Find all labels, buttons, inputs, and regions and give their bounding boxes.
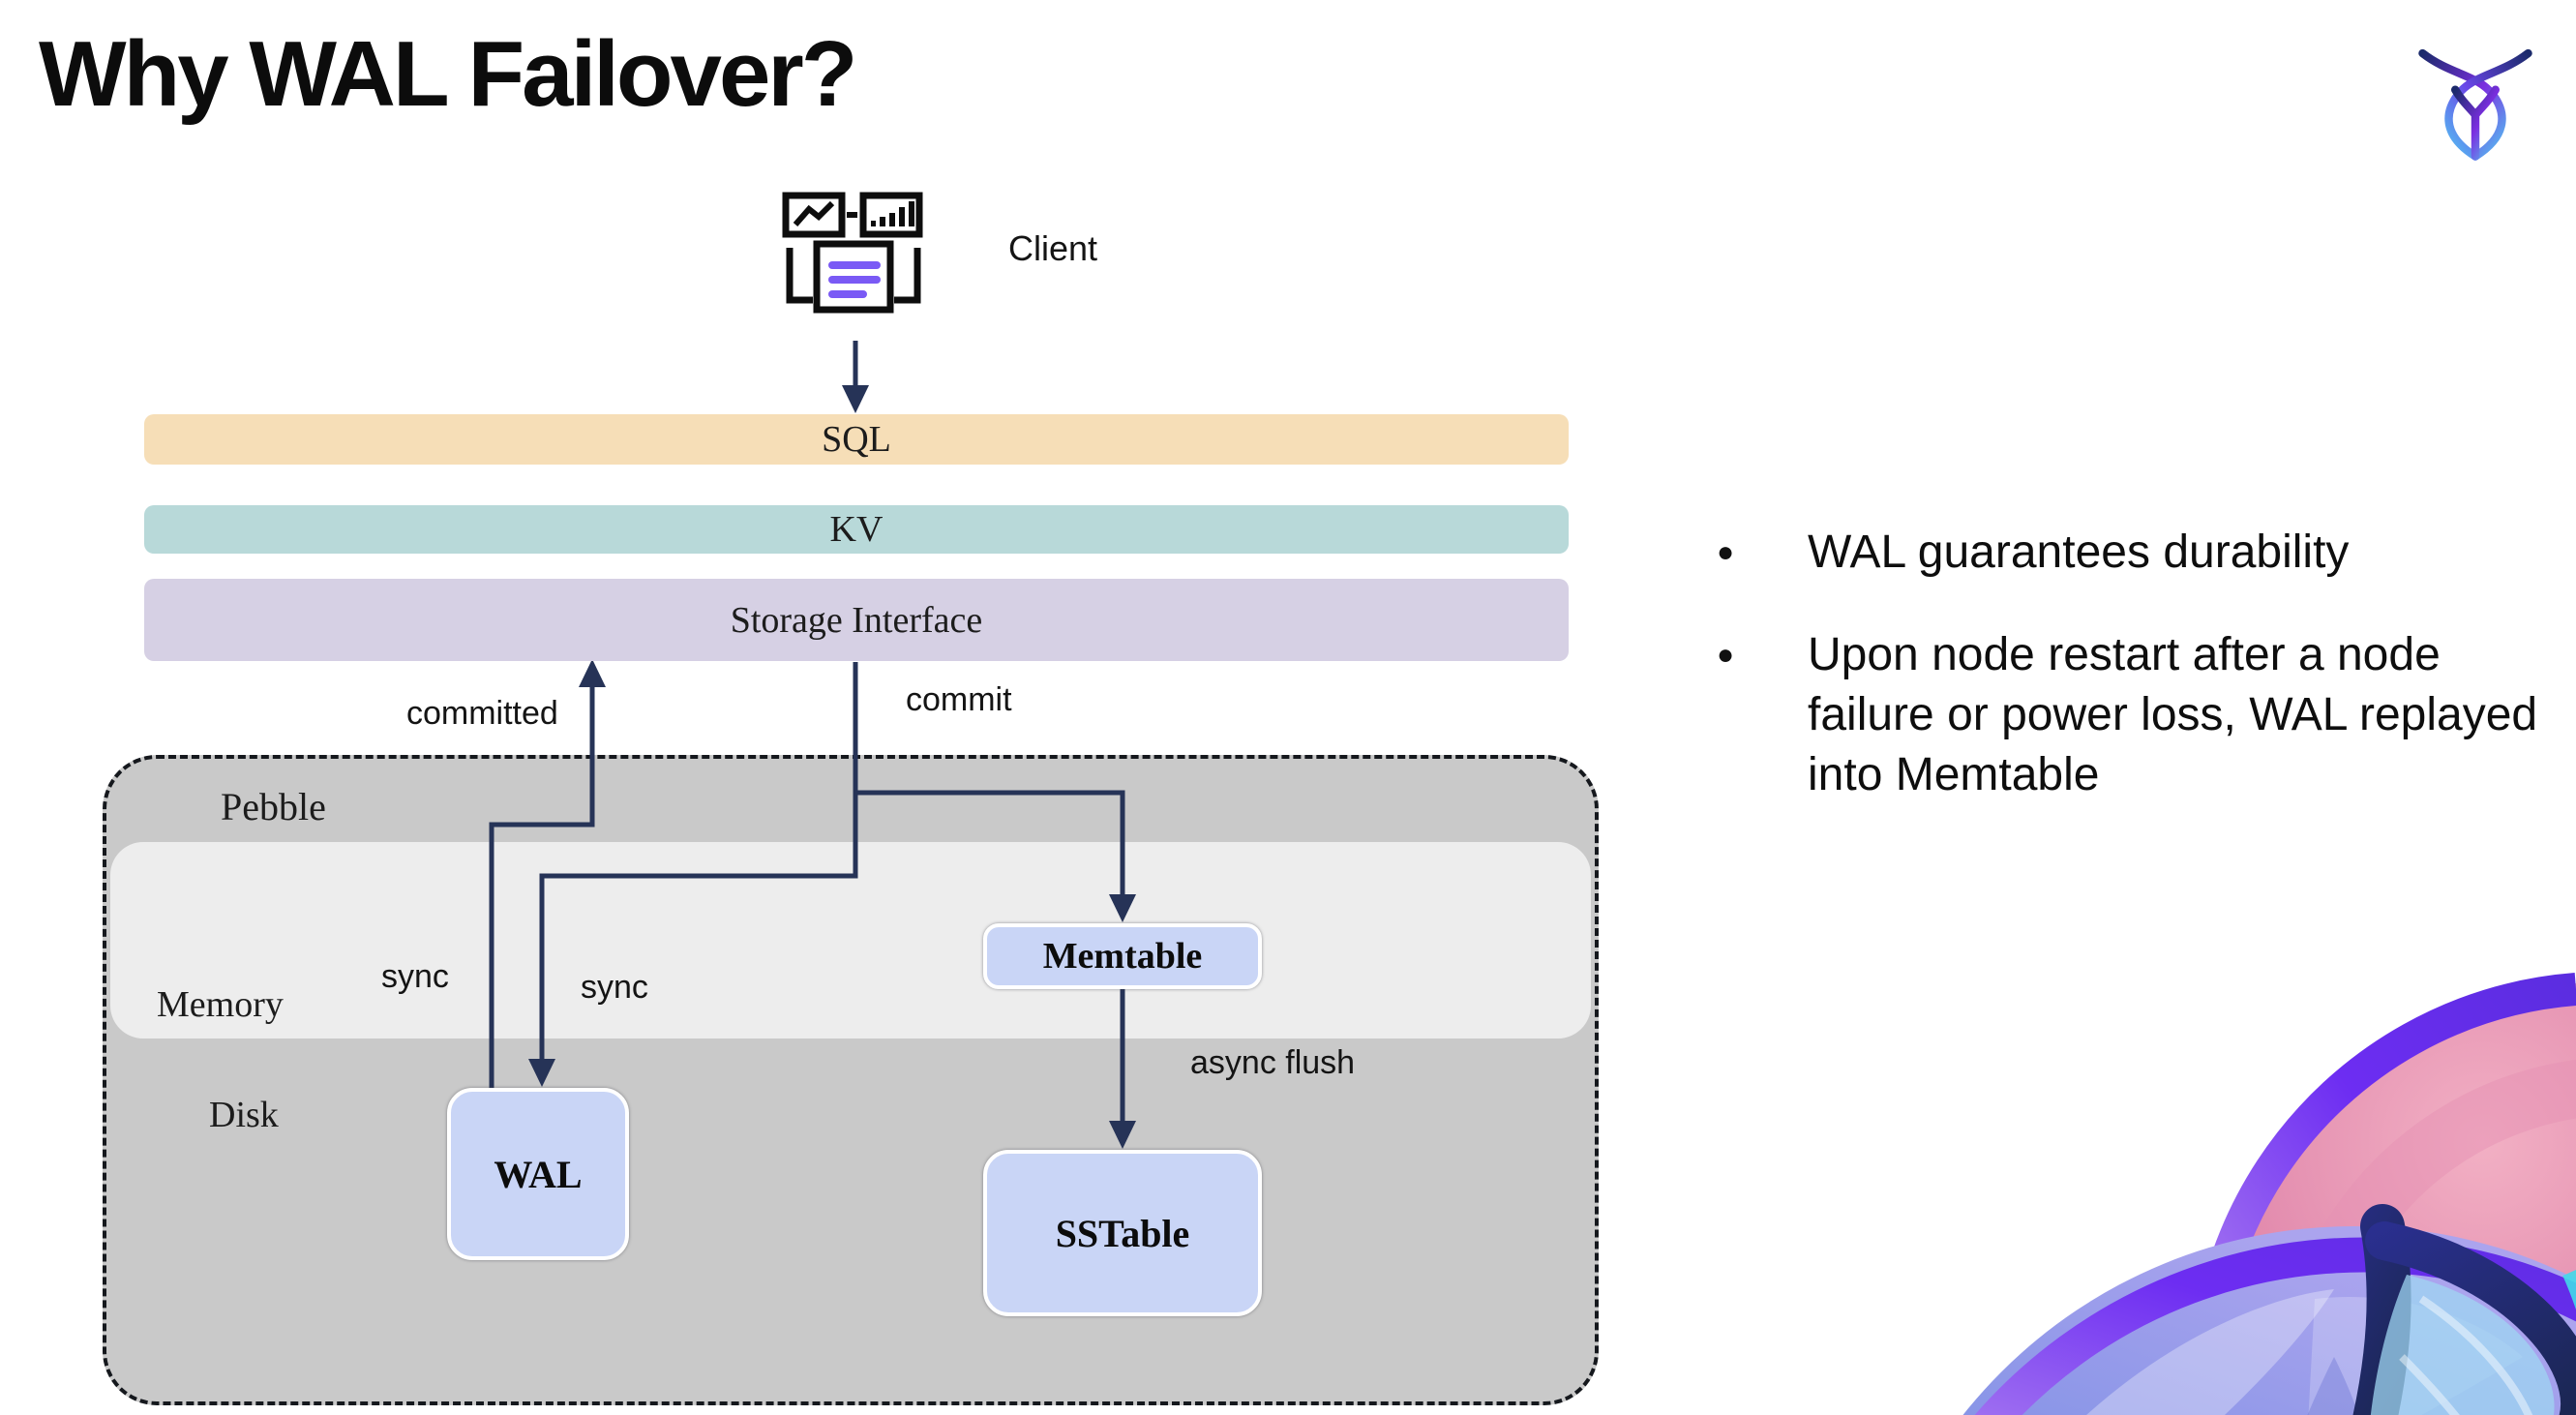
sync-right-edge-label: sync (581, 969, 648, 1006)
disk-label: Disk (209, 1095, 279, 1135)
page-title: Why WAL Failover? (39, 22, 857, 126)
sync-left-edge-label: sync (381, 958, 449, 995)
memory-label: Memory (157, 984, 284, 1025)
client-label: Client (1008, 228, 1098, 268)
bullet-dot-icon: ● (1717, 639, 1735, 671)
async-flush-edge-label: async flush (1190, 1044, 1356, 1081)
sql-layer-label: SQL (822, 419, 891, 460)
committed-edge-label: committed (406, 695, 558, 732)
sstable-box-label: SSTable (1055, 1211, 1190, 1255)
sql-layer-bar: SQL (144, 414, 1569, 465)
wal-box-label: WAL (494, 1152, 583, 1196)
memtable-box-label: Memtable (1042, 936, 1203, 977)
cockroachdb-logo-icon (2418, 48, 2532, 161)
wal-box: WAL (447, 1088, 629, 1260)
commit-edge-label: commit (906, 681, 1012, 718)
cockroach-spheres-artwork (1962, 973, 2576, 1415)
arrowhead-into-sql (842, 385, 869, 413)
list-item: ● WAL guarantees durability (1684, 523, 2555, 583)
client-icon (782, 192, 923, 314)
kv-layer-bar: KV (144, 505, 1569, 554)
pebble-label: Pebble (221, 785, 326, 828)
bullet-dot-icon: ● (1717, 536, 1735, 568)
storage-interface-layer-bar: Storage Interface (144, 579, 1569, 661)
bullet-text: Upon node restart after a node failure o… (1808, 629, 2538, 800)
memory-region-band (110, 842, 1591, 1039)
sstable-box: SSTable (983, 1150, 1262, 1316)
bullet-text: WAL guarantees durability (1808, 527, 2350, 578)
list-item: ● Upon node restart after a node failure… (1684, 625, 2555, 805)
storage-interface-layer-label: Storage Interface (730, 599, 983, 641)
memtable-box: Memtable (983, 923, 1262, 989)
kv-layer-label: KV (829, 509, 884, 550)
bullet-list: ● WAL guarantees durability ● Upon node … (1684, 523, 2555, 848)
arrowhead-into-storage (579, 659, 606, 687)
